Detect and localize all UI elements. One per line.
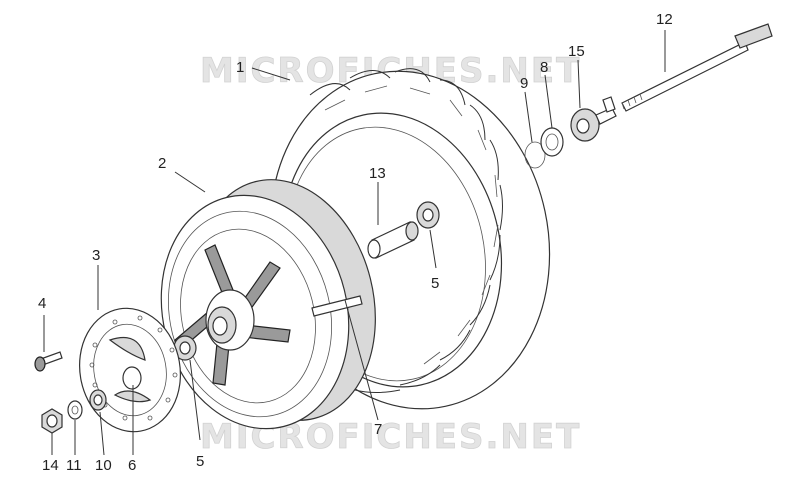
callout-12: 12 (656, 11, 673, 28)
callout-11: 11 (66, 457, 82, 474)
callout-6: 6 (128, 457, 136, 474)
callout-5-upper: 5 (431, 275, 439, 292)
callout-8: 8 (540, 59, 548, 76)
spacer (89, 389, 107, 411)
axle-spacer (367, 221, 419, 259)
callout-14: 14 (42, 457, 59, 474)
callout-4: 4 (38, 295, 46, 312)
speedometer-drive (570, 96, 617, 142)
circlip (524, 141, 546, 169)
oil-seal (540, 127, 564, 157)
callout-10: 10 (95, 457, 112, 474)
callout-2: 2 (158, 155, 166, 172)
leader-lines (43, 30, 666, 456)
callout-7: 7 (374, 421, 382, 438)
bearing-lower (173, 335, 197, 361)
axle-nut (41, 408, 63, 434)
disc-bolt (34, 351, 63, 372)
washer (67, 400, 83, 420)
callout-5-lower: 5 (196, 453, 204, 470)
wheel-rim (160, 179, 376, 430)
callout-9: 9 (520, 75, 528, 92)
callout-3: 3 (92, 247, 100, 264)
callout-15: 15 (568, 43, 585, 60)
bearing-upper (416, 201, 440, 229)
axle (621, 23, 773, 112)
callout-1: 1 (236, 59, 244, 76)
callout-13: 13 (369, 165, 386, 182)
